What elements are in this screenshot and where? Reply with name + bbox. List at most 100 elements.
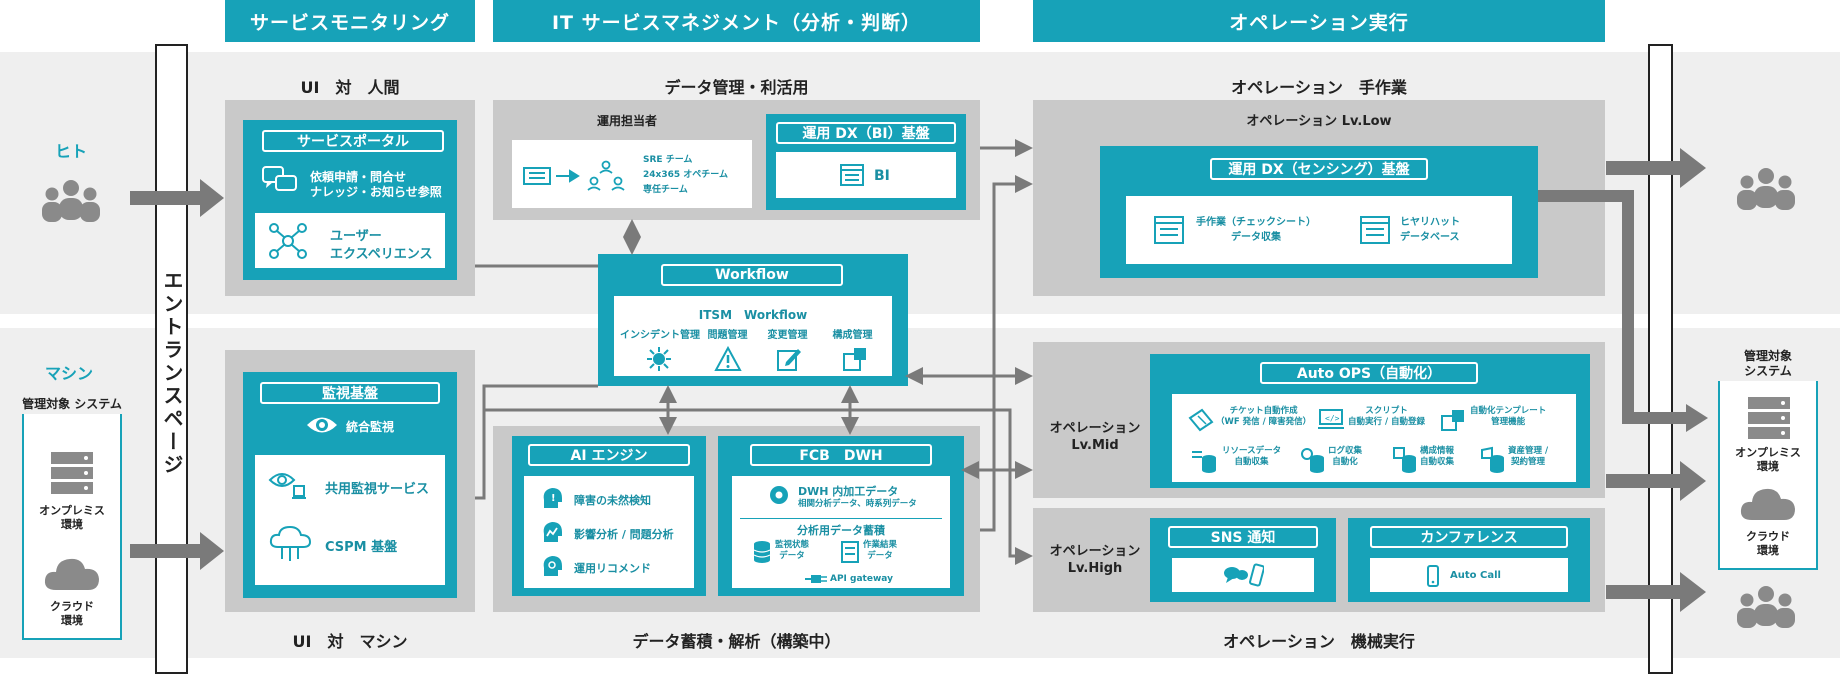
ux-box[interactable]: [255, 213, 445, 268]
wf-change-label[interactable]: 変更管理: [767, 330, 808, 341]
ops24-team: 24x365 オペチーム: [643, 170, 728, 180]
ops-mid-label: オペレーション Lv.Mid: [1049, 421, 1141, 453]
database-icon: [753, 541, 771, 563]
label-human: ヒト: [55, 142, 88, 161]
sns-title: SNS 通知: [1168, 526, 1318, 548]
ai-item-3[interactable]: 運用リコメンド: [574, 562, 651, 575]
edit-icon: [777, 349, 801, 371]
svg-text:</>: </>: [1325, 414, 1340, 423]
itsm-workflow-subtitle: ITSM Workflow: [698, 308, 808, 322]
wf-config-label[interactable]: 構成管理: [832, 330, 873, 341]
eye-icon: [307, 417, 337, 433]
bi-label: BI: [874, 168, 890, 184]
service-portal-title: サービスポータル: [262, 130, 444, 152]
onprem-left: オンプレミス 環境: [39, 504, 105, 531]
auto-ops-item-2[interactable]: スクリプト 自動実行 / 自動登録: [1348, 406, 1426, 427]
elbow-low-right: [1538, 190, 1690, 424]
auto-ops-item-1[interactable]: チケット自動作成 （WF 発信 / 障害発信）: [1216, 406, 1312, 427]
monitoring-services-box: [255, 455, 445, 585]
server-icon-right: [1748, 397, 1790, 439]
hiyari-database[interactable]: ヒヤリハット データベース: [1400, 217, 1460, 243]
ux-line2: エクスペリエンス: [330, 247, 433, 262]
auto-ops-item-4[interactable]: リソースデータ 自動収集: [1222, 446, 1282, 467]
dwh-processed: DWH 内加工データ: [798, 485, 899, 498]
arrow-out-human-bottom: [1606, 572, 1706, 612]
ops-high-label: オペレーション Lv.High: [1049, 544, 1141, 576]
onprem-right: オンプレミス 環境: [1735, 446, 1801, 473]
auto-ops-item-7[interactable]: 資産管理 / 契約管理: [1508, 446, 1549, 467]
label-ops-machine: オペレーション 機械実行: [1223, 632, 1415, 651]
entrance-page-bar[interactable]: [155, 44, 188, 674]
auto-ops-title: Auto OPS（自動化）: [1260, 362, 1478, 384]
managed-system-right: [1718, 362, 1818, 570]
cloud-right: クラウド 環境: [1746, 530, 1790, 557]
header-itsm: IT サービスマネジメント（分析・判断）: [493, 0, 980, 42]
cloud-icon: [44, 558, 99, 590]
monitor-eye-alarm-icon: [268, 473, 306, 499]
ops-staff-label: 運用担当者: [597, 114, 658, 128]
header-monitoring: サービスモニタリング: [225, 0, 475, 42]
auto-call[interactable]: Auto Call: [1450, 570, 1501, 581]
virus-icon: [647, 347, 671, 371]
auto-ops-item-6[interactable]: 構成情報 自動収集: [1420, 446, 1455, 467]
plug-icon: [805, 575, 827, 583]
ops-low-label: オペレーション Lv.Low: [1246, 114, 1392, 129]
api-gateway[interactable]: API gateway: [830, 574, 893, 584]
monitor-state-data: 監視状態 データ: [775, 540, 810, 561]
managed-system-left-label: 管理対象 システム: [22, 395, 122, 414]
people-icon-right-top: [1737, 168, 1795, 210]
auto-ops-item-3[interactable]: 自動化テンプレート 管理機能: [1470, 406, 1547, 427]
manual-data-collection[interactable]: 手作業（チェックシート） データ収集: [1196, 217, 1316, 243]
wf-incident-label[interactable]: インシデント管理: [620, 330, 700, 341]
people-icon-right-bottom: [1737, 586, 1795, 628]
portal-line1: 依頼申請・問合せ: [310, 170, 407, 184]
work-result-data: 作業結果 データ: [863, 540, 898, 561]
conference-inner: [1370, 558, 1568, 592]
head-analysis-icon: [543, 522, 562, 542]
ux-line1: ユーザー: [330, 229, 382, 244]
checklist-icon: [1154, 216, 1184, 244]
workflow-title: Workflow: [661, 264, 843, 286]
cspm-platform[interactable]: CSPM 基盤: [325, 540, 398, 555]
ai-item-1[interactable]: 障害の未然検知: [574, 494, 651, 507]
template-icon: [1441, 410, 1464, 431]
integrated-monitoring: 統合監視: [346, 420, 395, 434]
fcb-dwh-title: FCB DWH: [750, 444, 932, 466]
config-db-icon: [1393, 447, 1416, 473]
asset-db-icon: [1481, 446, 1504, 473]
arrow-human-in: [130, 179, 224, 217]
dedicated-team: 専任チーム: [643, 185, 688, 195]
chat-phone-icon: [1224, 563, 1264, 587]
arrow-store-opslow: [980, 175, 1033, 532]
network-people-icon: [269, 223, 307, 259]
analysis-data: 分析用データ蓄積: [797, 524, 885, 537]
svg-text:!: !: [551, 493, 556, 504]
head-recommend-icon: [543, 556, 562, 576]
monitoring-platform-title: 監視基盤: [260, 382, 440, 404]
ai-engine-title: AI エンジン: [528, 444, 690, 466]
managed-system-left: [22, 408, 122, 640]
arrow-machine-in: [130, 532, 224, 570]
line-monitor-workflow: [475, 384, 598, 500]
shared-monitoring-service[interactable]: 共用監視サービス: [325, 482, 430, 497]
head-alert-icon: !: [543, 488, 562, 508]
label-data-mgmt: データ管理・利活用: [664, 78, 809, 97]
script-icon: </>: [1318, 409, 1344, 429]
auto-ops-inner: [1172, 394, 1576, 482]
config-puzzle-icon: [843, 348, 866, 371]
portal-line2: ナレッジ・お知らせ参照: [310, 185, 442, 199]
sensing-inner-box: [1126, 196, 1512, 264]
dx-bi-title: 運用 DX（BI）基盤: [776, 122, 956, 144]
cloud-circuit-icon: [269, 525, 312, 561]
dwh-processed-sub: 相関分析データ、時系列データ: [798, 499, 917, 509]
log-db-icon: [1301, 448, 1324, 473]
bi-box[interactable]: [776, 152, 956, 198]
ai-item-2[interactable]: 影響分析 / 問題分析: [574, 528, 674, 541]
database-icon-2: [841, 541, 859, 563]
wf-problem-label[interactable]: 問題管理: [707, 330, 748, 341]
auto-ops-item-5[interactable]: ログ収集 自動化: [1328, 446, 1363, 467]
entrance-page-label: エントランスページ: [160, 270, 184, 477]
gear-data-icon: [770, 486, 788, 504]
dwh-inner-box: [732, 476, 950, 588]
